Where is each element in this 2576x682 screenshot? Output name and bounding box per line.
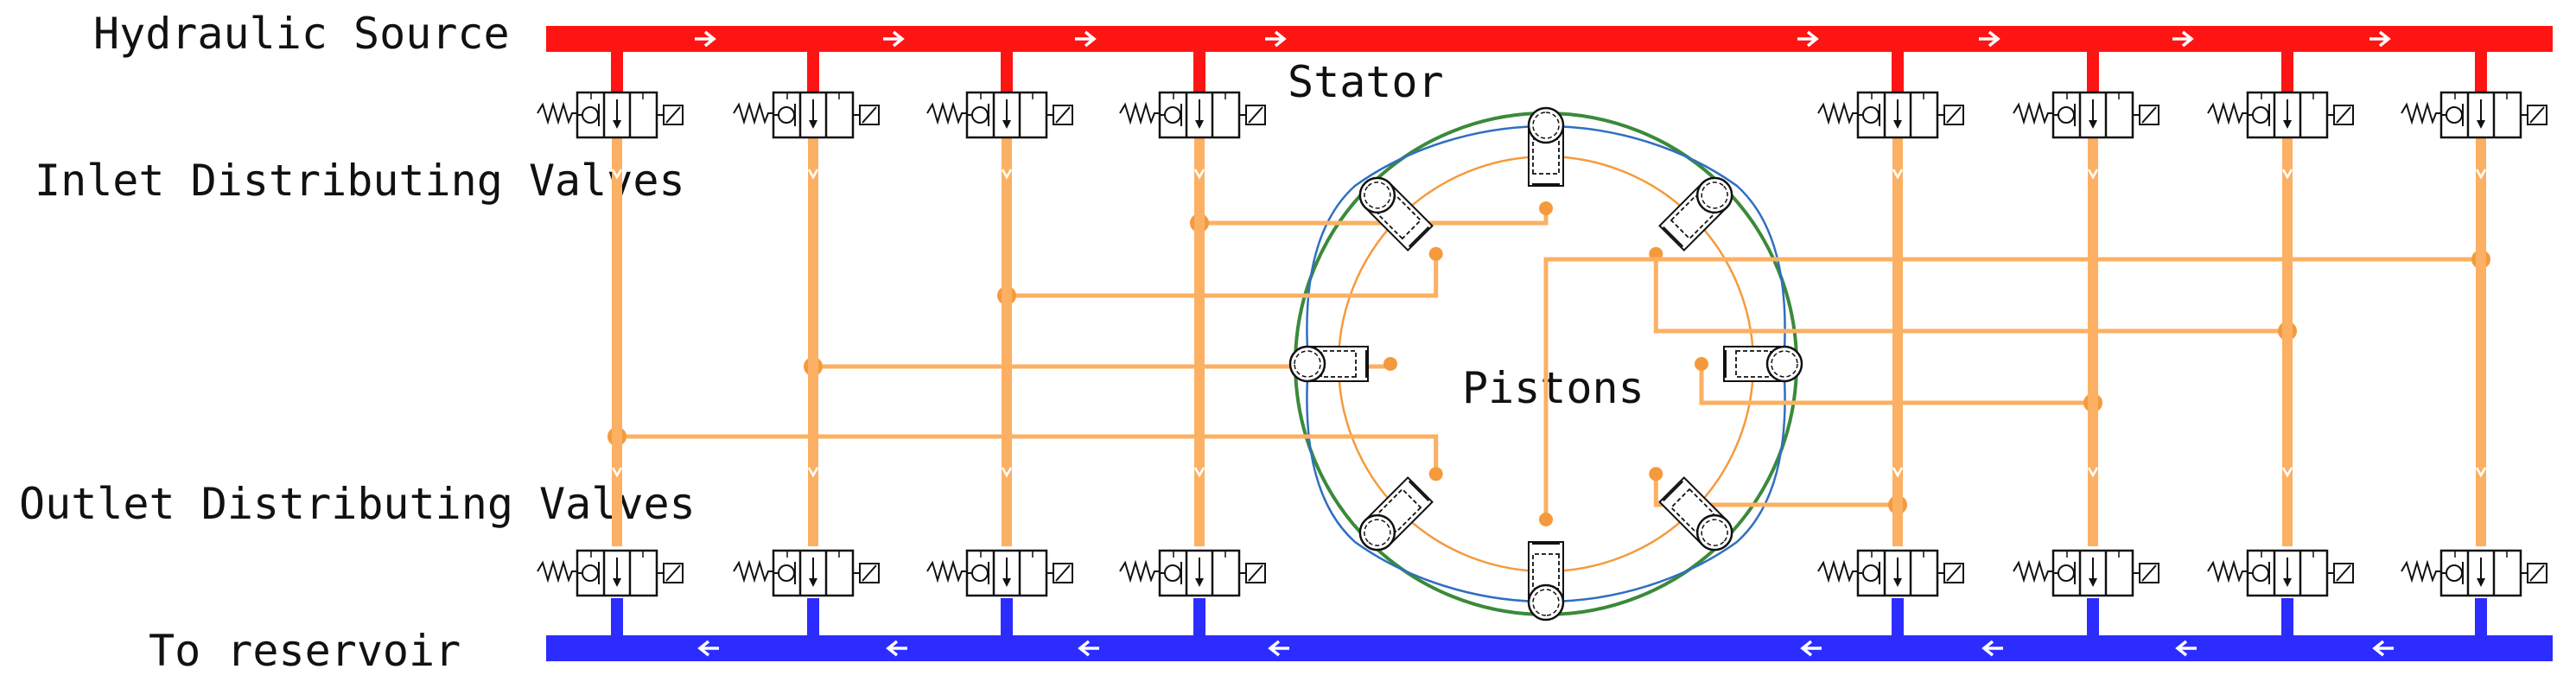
outlet-valve-8 [2400,549,2548,597]
piston-port-dot [1428,246,1443,261]
piston-3 [1722,345,1803,383]
piston-port-dot [1649,467,1663,481]
flow-arrow-icon [695,30,716,48]
inlet-valves-label: Inlet Distributing Valves [35,156,685,206]
flow-arrow-icon [1268,640,1289,657]
flow-arrow-icon [611,467,623,478]
hydraulic-source-label: Hydraulic Source [93,9,510,59]
outlet-valve-6 [2012,549,2160,597]
flow-arrow-icon [1078,640,1099,657]
outlet-valve-3 [925,549,1074,597]
flow-arrow-icon [2369,30,2391,48]
piston-port-dot [1539,513,1553,526]
flow-arrow-icon [1193,169,1205,180]
piston-port-dot [1695,357,1708,371]
inlet-valve-7 [2206,91,2355,139]
stator-label: Stator [1288,57,1444,107]
return-line [546,635,2553,661]
pistons-label: Pistons [1462,363,1644,413]
flow-arrow-icon [2175,640,2197,657]
flow-arrow-icon [1892,467,1904,478]
outlet-valve-7 [2206,549,2355,597]
flow-arrow-icon [1892,169,1904,180]
flow-arrow-icon [1797,30,1819,48]
piston-4 [1658,476,1740,558]
inlet-valve-5 [1816,91,1965,139]
branch-line-6 [1699,364,2093,405]
flow-arrow-icon [2172,30,2194,48]
flow-arrow-icon [2475,467,2487,478]
flow-arrow-icon [697,640,719,657]
inlet-valve-2 [732,91,881,139]
flow-arrow-icon [1001,169,1013,180]
piston-5 [1527,540,1565,621]
inlet-valve-3 [925,91,1074,139]
flow-arrow-icon [2281,169,2293,180]
hydraulic-supply-line [546,26,2553,52]
piston-port-dot [1539,201,1553,215]
flow-arrow-icon [1800,640,1822,657]
inlet-valve-1 [536,91,684,139]
piston-7 [1288,345,1370,383]
outlet-valve-2 [732,549,881,597]
piston-1 [1527,106,1565,188]
outlet-valves-label: Outlet Distributing Valves [19,479,696,529]
flow-arrow-icon [2372,640,2394,657]
flow-arrow-icon [2087,169,2099,180]
flow-arrow-icon [2281,467,2293,478]
flow-arrow-icon [1265,30,1287,48]
flow-arrow-icon [886,640,907,657]
piston-2 [1658,169,1740,252]
outlet-valve-1 [536,549,684,597]
to-reservoir-label: To reservoir [149,626,461,676]
flow-arrow-icon [2087,467,2099,478]
flow-arrow-icon [1981,640,2003,657]
flow-arrow-icon [2475,169,2487,180]
branch-line-1 [617,434,1439,475]
flow-arrow-icon [1075,30,1097,48]
flow-arrow-icon [883,30,905,48]
piston-8 [1352,169,1434,252]
flow-arrow-icon [1979,30,2000,48]
branch-line-3 [1007,253,1439,298]
piston-port-dot [1383,357,1397,371]
flow-arrow-icon [807,169,819,180]
piston-6 [1352,476,1434,558]
branch-line-5 [1653,474,1898,507]
inlet-valve-6 [2012,91,2160,139]
flow-arrow-icon [611,169,623,180]
piston-port-dot [1428,467,1443,481]
flow-arrow-icon [1193,467,1205,478]
branch-line-8 [1543,257,2481,519]
flow-arrow-icon [1001,467,1013,478]
inlet-valve-4 [1118,91,1267,139]
outlet-valve-4 [1118,549,1267,597]
inlet-valve-8 [2400,91,2548,139]
flow-arrow-icon [807,467,819,478]
outlet-valve-5 [1816,549,1965,597]
branch-line-7 [1653,253,2287,334]
